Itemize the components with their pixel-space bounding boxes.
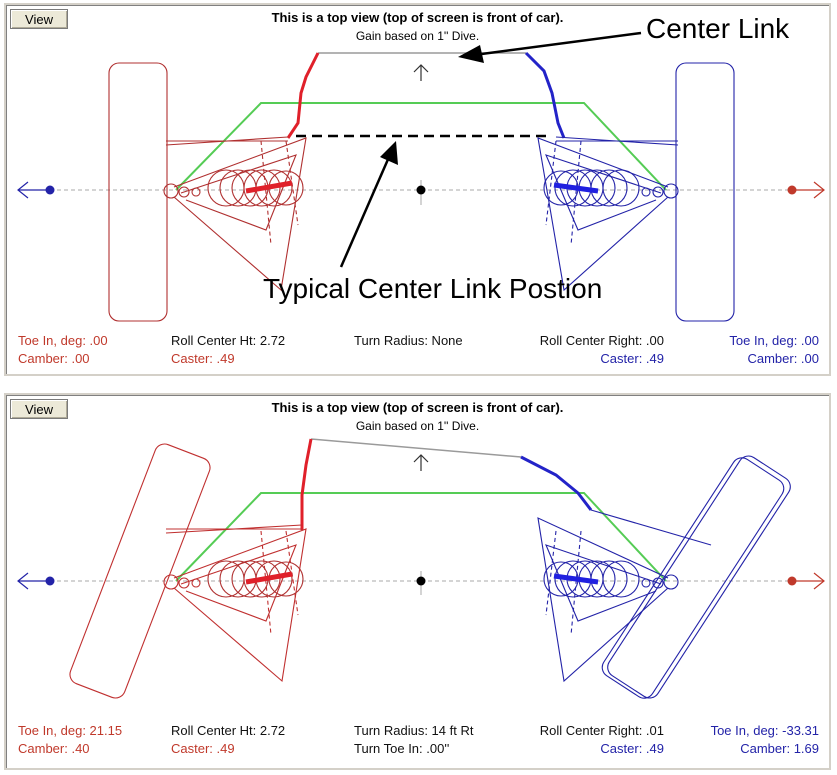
panel-title: This is a top view (top of screen is fro…	[271, 400, 564, 415]
left-suspension	[108, 62, 307, 322]
view-menu-button[interactable]: View	[10, 9, 68, 29]
left-steering-arm	[286, 52, 320, 139]
right-wheel-shadow	[601, 457, 785, 699]
panel-title: This is a top view (top of screen is fro…	[271, 10, 564, 25]
roll-center-dot-icon	[416, 180, 426, 205]
right-steering-arm	[520, 455, 593, 511]
right-arrow-icon	[787, 181, 825, 199]
left-wheel	[108, 62, 168, 322]
up-arrow-icon	[413, 454, 429, 471]
up-arrow-icon	[413, 64, 429, 81]
roll-center-right-readout: Roll Center Right: .00	[539, 333, 664, 348]
left-toe-readout: Toe In, deg: .00	[18, 333, 108, 348]
right-steering-arm	[524, 51, 566, 139]
left-camber-readout: Camber: .00	[18, 351, 90, 366]
right-suspension	[537, 62, 735, 322]
left-wheel	[69, 443, 211, 699]
roll-center-height-readout: Roll Center Ht: 2.72	[171, 723, 286, 738]
right-suspension	[537, 455, 791, 699]
roll-center-height-readout: Roll Center Ht: 2.72	[171, 333, 286, 348]
spring-icon	[543, 169, 640, 207]
view-menu-button[interactable]: View	[10, 399, 68, 419]
suspension-diagram	[17, 438, 825, 699]
right-camber-readout: Camber: 1.69	[740, 741, 819, 756]
annotation-arrow-center-link	[458, 31, 642, 63]
left-toe-readout: Toe In, deg: 21.15	[18, 723, 123, 738]
right-wheel	[607, 455, 791, 699]
panel-subtitle: Gain based on 1'' Dive.	[355, 29, 480, 43]
center-link-annotation: Center Link	[646, 13, 790, 44]
typical-position-annotation: Typical Center Link Postion	[263, 273, 603, 304]
frame-outline	[175, 102, 667, 191]
roll-center-right-readout: Roll Center Right: .01	[539, 723, 664, 738]
suspension-diagram	[17, 31, 825, 322]
suspension-view-panel-static: View This is a top view (top of screen i…	[4, 3, 831, 376]
frame-outline	[175, 492, 667, 582]
right-caster-readout: Caster: .49	[600, 351, 664, 366]
right-wheel	[675, 62, 735, 322]
roll-center-dot-icon	[416, 571, 426, 595]
center-link	[310, 438, 522, 458]
turn-radius-readout: Turn Radius: 14 ft Rt	[354, 723, 474, 738]
turn-toe-readout: Turn Toe In: .00''	[354, 741, 450, 756]
right-caster-readout: Caster: .49	[600, 741, 664, 756]
left-arrow-icon	[17, 572, 55, 590]
spring-icon	[543, 560, 640, 598]
right-arrow-icon	[787, 572, 825, 590]
right-toe-readout: Toe In, deg: -33.31	[710, 723, 819, 738]
left-suspension	[69, 443, 307, 699]
annotation-arrow-typical	[339, 141, 398, 268]
left-caster-readout: Caster: .49	[171, 351, 235, 366]
right-toe-readout: Toe In, deg: .00	[729, 333, 819, 348]
panel-subtitle: Gain based on 1'' Dive.	[355, 419, 480, 433]
turn-radius-readout: Turn Radius: None	[354, 333, 463, 348]
spring-icon	[207, 169, 304, 207]
left-steering-arm	[300, 438, 313, 530]
spring-icon	[207, 560, 304, 598]
left-caster-readout: Caster: .49	[171, 741, 235, 756]
left-arrow-icon	[17, 181, 55, 199]
left-camber-readout: Camber: .40	[18, 741, 90, 756]
suspension-view-panel-turning: View This is a top view (top of screen i…	[4, 393, 831, 770]
right-camber-readout: Camber: .00	[747, 351, 819, 366]
